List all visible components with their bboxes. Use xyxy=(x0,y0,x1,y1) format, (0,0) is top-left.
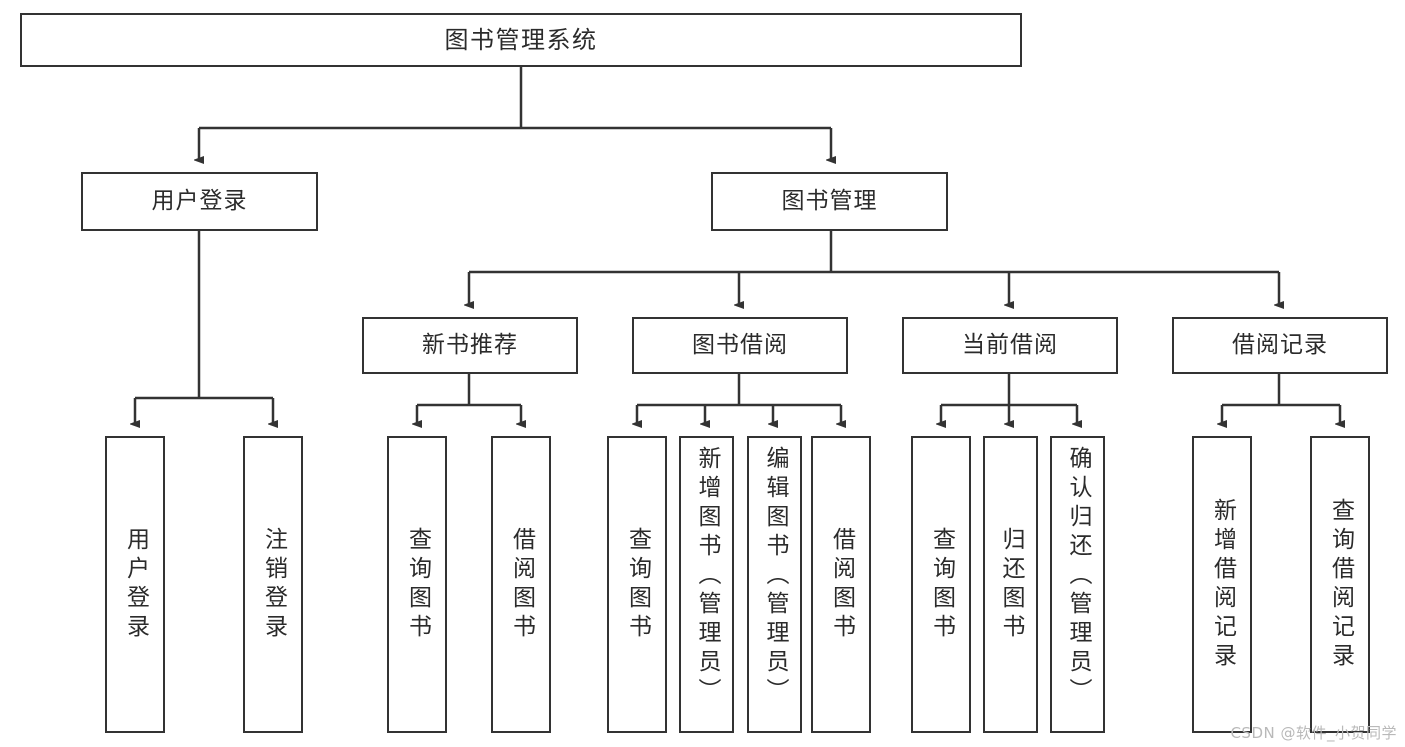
node-book-management[interactable]: 图书管理 xyxy=(711,172,948,231)
node-label: 查询借阅记录 xyxy=(1327,497,1354,672)
leaf-borrow-add-book-admin[interactable]: 新增图书（管理员） xyxy=(679,436,734,733)
leaf-current-confirm-return-admin[interactable]: 确认归还（管理员） xyxy=(1050,436,1105,733)
leaf-user-login-logout[interactable]: 注销登录 xyxy=(243,436,303,733)
node-book-borrow[interactable]: 图书借阅 xyxy=(632,317,848,374)
node-label: 用户登录 xyxy=(151,187,248,214)
leaf-user-login-login[interactable]: 用户登录 xyxy=(105,436,165,733)
leaf-record-query-record[interactable]: 查询借阅记录 xyxy=(1310,436,1370,733)
node-label: 注销登录 xyxy=(260,526,287,643)
node-label: 借阅图书 xyxy=(828,526,855,643)
node-label: 新增借阅记录 xyxy=(1209,497,1236,672)
leaf-current-query-book[interactable]: 查询图书 xyxy=(911,436,971,733)
node-label: 新书推荐 xyxy=(422,331,518,358)
node-label: 图书管理系统 xyxy=(444,25,598,54)
leaf-borrow-edit-book-admin[interactable]: 编辑图书（管理员） xyxy=(747,436,802,733)
leaf-record-add-record[interactable]: 新增借阅记录 xyxy=(1192,436,1252,733)
leaf-borrow-query-book[interactable]: 查询图书 xyxy=(607,436,667,733)
node-label: 新增图书（管理员） xyxy=(694,446,720,707)
node-label: 图书借阅 xyxy=(692,331,788,358)
node-borrow-record[interactable]: 借阅记录 xyxy=(1172,317,1388,374)
node-label: 借阅图书 xyxy=(508,526,535,643)
leaf-new-book-query[interactable]: 查询图书 xyxy=(387,436,447,733)
node-label: 借阅记录 xyxy=(1232,331,1328,358)
leaf-current-return-book[interactable]: 归还图书 xyxy=(983,436,1038,733)
node-label: 查询图书 xyxy=(404,526,431,643)
leaf-new-book-borrow[interactable]: 借阅图书 xyxy=(491,436,551,733)
node-label: 当前借阅 xyxy=(962,331,1058,358)
node-current-borrow[interactable]: 当前借阅 xyxy=(902,317,1118,374)
node-label: 查询图书 xyxy=(928,526,955,643)
node-label: 查询图书 xyxy=(624,526,651,643)
node-new-book-recommendation[interactable]: 新书推荐 xyxy=(362,317,578,374)
csdn-watermark: CSDN @软件_小贺同学 xyxy=(1230,724,1397,742)
node-label: 编辑图书（管理员） xyxy=(762,446,788,707)
node-root-system[interactable]: 图书管理系统 xyxy=(20,13,1022,67)
node-label: 归还图书 xyxy=(998,526,1024,643)
node-label: 用户登录 xyxy=(122,526,149,643)
leaf-borrow-borrow-book[interactable]: 借阅图书 xyxy=(811,436,871,733)
node-user-login[interactable]: 用户登录 xyxy=(81,172,318,231)
node-label: 确认归还（管理员） xyxy=(1065,446,1091,707)
node-label: 图书管理 xyxy=(781,187,878,214)
